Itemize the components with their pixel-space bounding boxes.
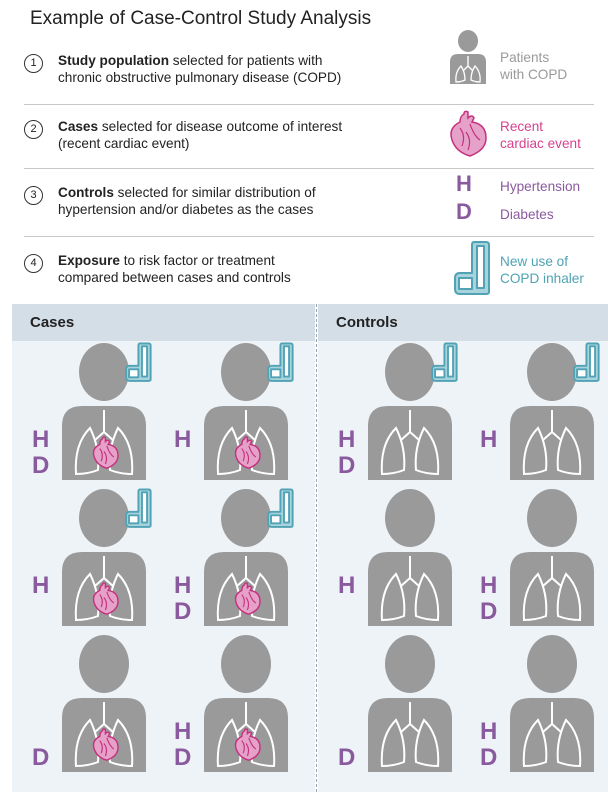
patient-figure [194, 340, 304, 485]
inhaler-icon [126, 343, 150, 380]
heart-legend-icon [446, 110, 490, 158]
patient-figure [194, 486, 304, 631]
inhaler-icon [268, 489, 292, 526]
diabetes-marker: D [480, 746, 497, 770]
diabetes-marker: D [338, 746, 355, 770]
legend-cardiac-label-2: cardiac event [500, 136, 581, 151]
divider-line [24, 168, 594, 169]
patient-icon [500, 632, 608, 772]
panel-divider [316, 304, 317, 792]
divider-line [24, 104, 594, 105]
legend-patients-label: Patients [500, 50, 549, 65]
hypertension-marker: H [174, 720, 191, 744]
step-bold: Cases [58, 119, 98, 134]
patient-icon [52, 632, 162, 772]
diabetes-marker: D [480, 600, 497, 624]
patient-figure [52, 486, 162, 631]
step-text-line2: hypertension and/or diabetes as the case… [58, 202, 313, 217]
hypertension-marker: H [480, 428, 497, 452]
legend-inhaler-label: New use of [500, 254, 568, 269]
diabetes-marker: D [32, 454, 49, 478]
hypertension-marker: H [480, 574, 497, 598]
patient-figure [52, 632, 162, 777]
step-text-line2: compared between cases and controls [58, 270, 291, 285]
patient-icon [194, 486, 304, 626]
hypertension-marker: H [480, 720, 497, 744]
step-bold: Study population [58, 53, 169, 68]
patient-figure [358, 632, 468, 777]
divider-line [24, 236, 594, 237]
step-text-line2: (recent cardiac event) [58, 136, 189, 151]
hypertension-marker: H [338, 428, 355, 452]
patient-legend-icon [446, 30, 490, 84]
legend-hypertension-label: Hypertension [500, 178, 580, 195]
controls-header-label: Controls [336, 314, 398, 331]
inhaler-icon [126, 489, 150, 526]
page-title: Example of Case-Control Study Analysis [30, 8, 371, 30]
patient-icon [194, 632, 304, 772]
legend-diabetes-label: Diabetes [500, 206, 554, 223]
legend-inhaler-label-2: COPD inhaler [500, 271, 584, 286]
diabetes-legend-letter: D [456, 199, 472, 225]
patient-figure [194, 632, 304, 777]
hypertension-legend-letter: H [456, 171, 472, 197]
step-bold: Controls [58, 185, 114, 200]
step-number: 3 [24, 186, 43, 205]
step-text: selected for disease outcome of interest [98, 119, 342, 134]
patient-figure [358, 340, 468, 485]
diabetes-marker: D [174, 600, 191, 624]
patient-icon [500, 340, 608, 480]
controls-header: Controls [318, 304, 608, 341]
diabetes-marker: D [338, 454, 355, 478]
patient-figure [500, 632, 608, 777]
inhaler-icon [432, 343, 456, 380]
patient-icon [358, 340, 468, 480]
patient-icon [358, 486, 468, 626]
step-text: selected for similar distribution of [114, 185, 316, 200]
patient-figure [500, 340, 608, 485]
cases-header: Cases [12, 304, 315, 341]
step-bold: Exposure [58, 253, 120, 268]
patient-icon [500, 486, 608, 626]
patient-figure [52, 340, 162, 485]
hypertension-marker: H [32, 574, 49, 598]
patient-icon [52, 340, 162, 480]
inhaler-icon [574, 343, 598, 380]
inhaler-icon [268, 343, 292, 380]
patient-icon [52, 486, 162, 626]
hypertension-marker: H [174, 428, 191, 452]
legend-patients-label-2: with COPD [500, 67, 567, 82]
hypertension-marker: H [32, 428, 49, 452]
patient-figure [358, 486, 468, 631]
diabetes-marker: D [174, 746, 191, 770]
patient-figure [500, 486, 608, 631]
step-text: to risk factor or treatment [120, 253, 275, 268]
legend-cardiac-label: Recent [500, 119, 543, 134]
step-text-line2: chronic obstructive pulmonary disease (C… [58, 70, 341, 85]
diabetes-marker: D [32, 746, 49, 770]
cases-header-label: Cases [30, 314, 74, 331]
hypertension-marker: H [174, 574, 191, 598]
step-number: 2 [24, 120, 43, 139]
step-number: 1 [24, 54, 43, 73]
patient-icon [194, 340, 304, 480]
patient-icon [358, 632, 468, 772]
inhaler-legend-icon [452, 240, 492, 296]
step-number: 4 [24, 254, 43, 273]
hypertension-marker: H [338, 574, 355, 598]
step-text: selected for patients with [169, 53, 322, 68]
